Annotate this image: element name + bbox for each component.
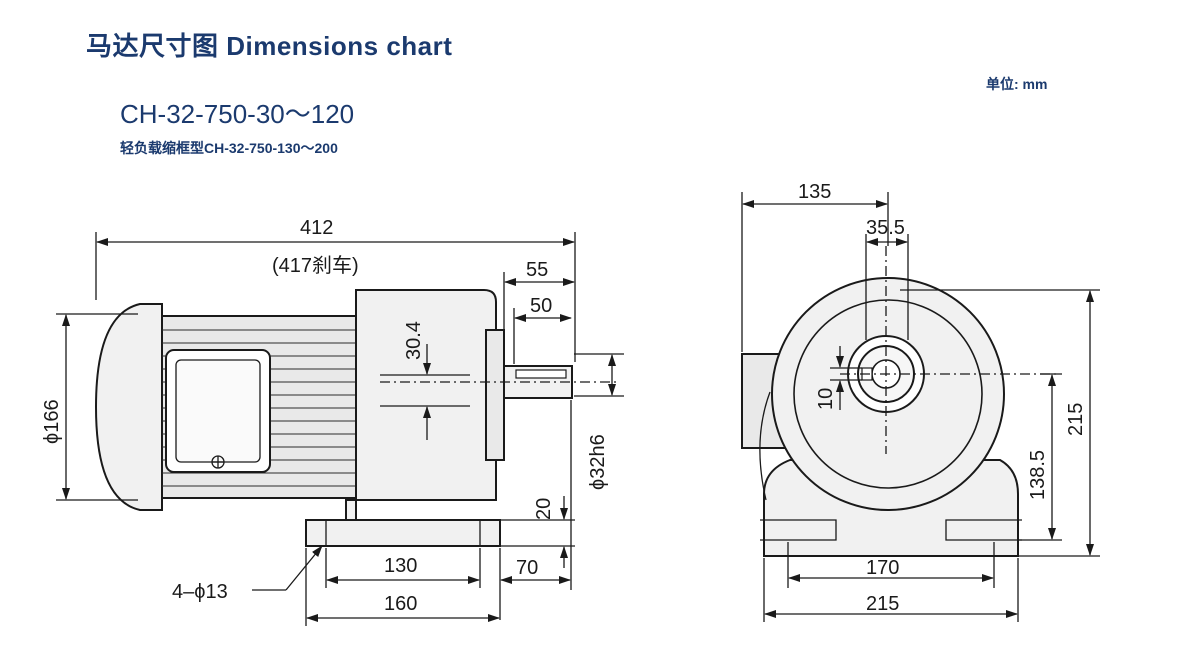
dim-total-height: 215 bbox=[1065, 403, 1087, 436]
dim-base-length: 160 bbox=[384, 593, 417, 615]
dim-offset-135: 135 bbox=[798, 181, 831, 203]
dim-overall-length: 412 bbox=[300, 217, 333, 239]
dim-center-height: 138.5 bbox=[1027, 450, 1049, 500]
gear-head bbox=[355, 289, 497, 501]
dim-shaft-50: 50 bbox=[530, 295, 552, 317]
side-view: 412 (417刹车) 55 50 30.4 ϕ166 ϕ32h6 20 bbox=[41, 217, 624, 626]
dim-hole-width: 170 bbox=[866, 557, 899, 579]
page-title: 马达尺寸图 Dimensions chart bbox=[86, 31, 453, 61]
model-subtitle: 轻负载缩框型CH-32-750-130～200 bbox=[120, 140, 338, 156]
dim-base-width: 215 bbox=[866, 593, 899, 615]
unit-label: 单位: mm bbox=[986, 76, 1048, 92]
dim-shaft-outer: 35.5 bbox=[866, 217, 905, 239]
dim-overall-length-brake: (417刹车) bbox=[272, 254, 359, 277]
dim-shaft-diameter: ϕ32h6 bbox=[587, 434, 609, 490]
output-flange bbox=[485, 329, 505, 461]
motor-end-cap bbox=[94, 303, 163, 511]
dim-mount-holes: 4–ϕ13 bbox=[172, 581, 228, 603]
dim-shaft-offset: 70 bbox=[516, 557, 538, 579]
dim-hole-spacing: 130 bbox=[384, 555, 417, 577]
dim-key-height: 30.4 bbox=[403, 321, 425, 360]
base-plate bbox=[305, 519, 501, 547]
dim-base-height: 20 bbox=[533, 498, 555, 520]
dim-key-width: 10 bbox=[815, 388, 837, 410]
front-view: 135 35.5 10 138.5 215 170 215 bbox=[741, 181, 1100, 622]
dim-shaft-55: 55 bbox=[526, 259, 548, 281]
dim-motor-diameter: ϕ166 bbox=[41, 399, 63, 444]
model-name: CH-32-750-30～120 bbox=[120, 99, 355, 129]
